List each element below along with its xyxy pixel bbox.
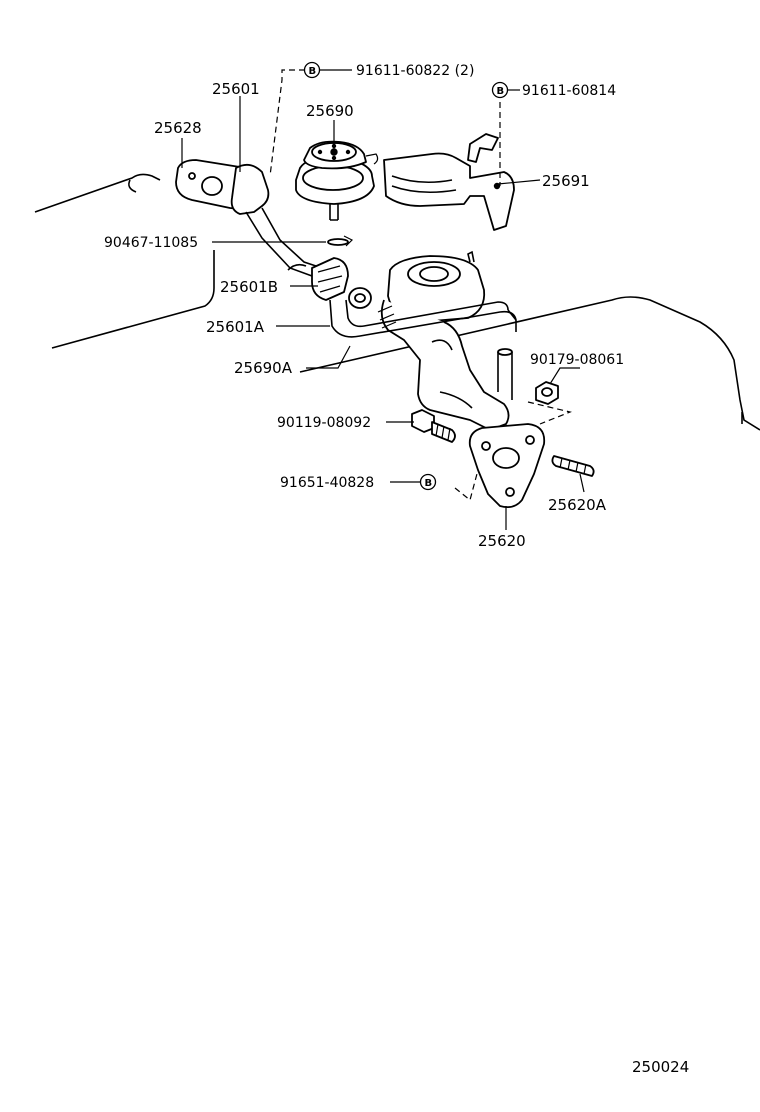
engine-outline-right — [299, 296, 760, 431]
bracket-25691 — [383, 133, 515, 231]
label-25691: 25691 — [542, 172, 590, 190]
dashed-relations — [269, 69, 572, 502]
bolt-90119-08092 — [411, 409, 456, 443]
svg-text:B: B — [425, 478, 433, 489]
label-91611-60814: 91611-60814 — [522, 83, 616, 99]
label-91611-60822: 91611-60822 (2) — [356, 63, 474, 79]
b-symbol-91611-60814: B — [491, 81, 509, 99]
label-25628: 25628 — [154, 119, 202, 137]
svg-text:B: B — [309, 66, 317, 77]
figure-code: 250024 — [632, 1058, 689, 1076]
label-25620: 25620 — [478, 532, 526, 550]
pipe-25690A — [329, 299, 517, 400]
nut-90179-08061 — [535, 381, 559, 405]
egr-valve-25690 — [295, 140, 379, 221]
union-nut-25601B — [311, 257, 349, 301]
label-25690A: 25690A — [234, 359, 293, 377]
egr-body — [377, 250, 510, 431]
pipe-25601 — [230, 163, 317, 277]
b-symbol-91611-60822: B — [303, 61, 321, 79]
leader-lines — [181, 96, 585, 530]
label-25601A: 25601A — [206, 318, 265, 336]
label-25690: 25690 — [306, 102, 354, 120]
label-25620A: 25620A — [548, 496, 607, 514]
label-90467-11085: 90467-11085 — [104, 235, 198, 251]
flange-25620 — [468, 423, 546, 509]
label-25601B: 25601B — [220, 278, 278, 296]
engine-outline-left — [34, 173, 215, 349]
svg-text:B: B — [497, 86, 505, 97]
b-symbol-91651-40828: B — [419, 473, 437, 491]
label-90119-08092: 90119-08092 — [277, 415, 371, 431]
label-25601: 25601 — [212, 80, 260, 98]
ferrule-25601A — [348, 287, 372, 309]
label-91651-40828: 91651-40828 — [280, 475, 374, 491]
label-90179-08061: 90179-08061 — [530, 352, 624, 368]
stud-25620A — [551, 455, 595, 477]
oring-90467-11085 — [327, 235, 354, 247]
